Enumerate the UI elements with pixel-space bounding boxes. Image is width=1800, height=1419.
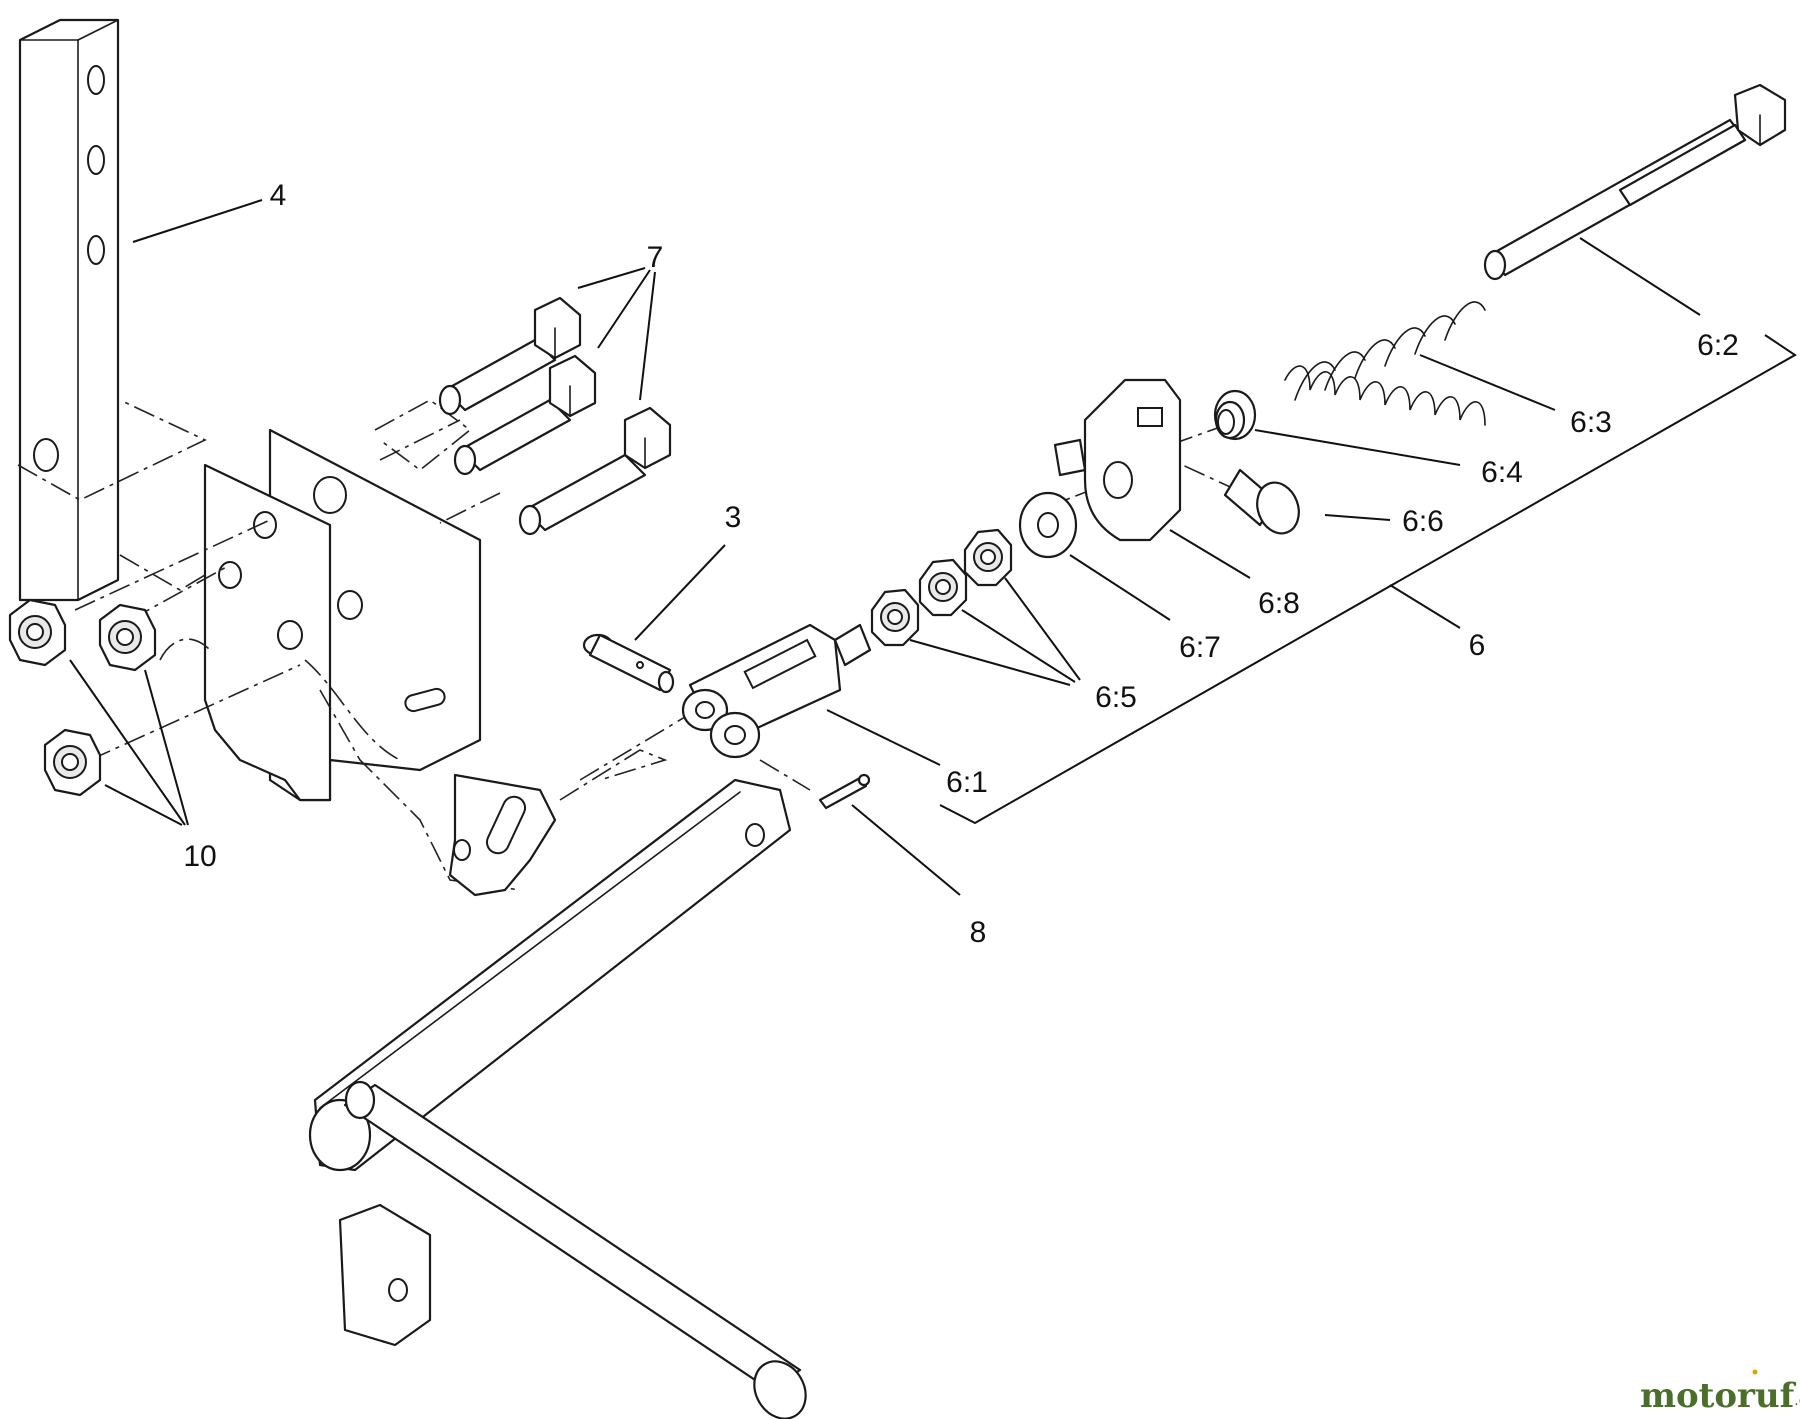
callout-labels: 4 7 3 10 8 6:1 6:2 6:3 6:4 6:5 6:6 6:7 6… <box>183 179 1739 949</box>
callout-7: 7 <box>647 241 664 274</box>
bolt-3 <box>518 406 672 536</box>
compression-spring <box>1284 301 1486 426</box>
callout-6-7: 6:7 <box>1179 631 1221 664</box>
long-bolt <box>1483 83 1787 281</box>
cotter-pin <box>818 773 871 810</box>
callout-4: 4 <box>270 179 287 212</box>
callout-3: 3 <box>725 501 742 534</box>
clevis-pin <box>582 633 675 694</box>
flat-washer <box>1018 491 1078 559</box>
callout-6-8: 6:8 <box>1258 587 1300 620</box>
crank-arm <box>308 778 807 1419</box>
watermark-brand: motoruf.de <box>1640 1376 1800 1416</box>
lock-nut-1 <box>8 598 67 667</box>
callout-6-1: 6:1 <box>946 766 988 799</box>
bracket-assembly <box>159 428 521 891</box>
callout-6-4: 6:4 <box>1481 456 1523 489</box>
leader-lines <box>69 199 1797 896</box>
bolt-2 <box>453 354 597 476</box>
callout-6-2: 6:2 <box>1697 329 1739 362</box>
clevis-yoke <box>681 623 872 759</box>
carriage-bolt <box>1223 468 1300 535</box>
bolt-1 <box>438 296 582 416</box>
lock-nut-3 <box>43 728 102 797</box>
callout-6-6: 6:6 <box>1402 505 1444 538</box>
callout-6-3: 6:3 <box>1570 406 1612 439</box>
spring-bracket <box>1053 378 1182 542</box>
bushing <box>1213 389 1257 441</box>
watermark-dot <box>1752 1369 1758 1375</box>
callout-6: 6 <box>1469 629 1486 662</box>
watermark-logo: motoruf.de <box>1640 1369 1800 1416</box>
jam-nut-3 <box>963 528 1013 587</box>
square-post <box>18 18 120 602</box>
jam-nut-1 <box>870 588 920 647</box>
lock-nut-2 <box>98 603 157 672</box>
slotted-lever <box>448 773 557 897</box>
jam-nut-2 <box>918 558 968 617</box>
callout-8: 8 <box>970 916 987 949</box>
callout-6-5: 6:5 <box>1095 681 1137 714</box>
callout-10: 10 <box>183 840 216 873</box>
